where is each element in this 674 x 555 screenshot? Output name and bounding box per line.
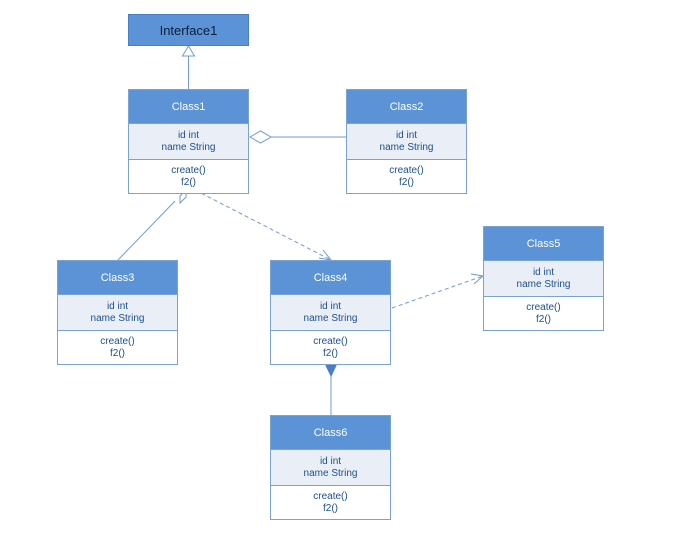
class-name: Class5 (526, 237, 561, 250)
operation: create() (389, 164, 424, 176)
attribute: id int (177, 129, 200, 141)
dependency-arrowhead-class5 (470, 273, 485, 285)
class-box-class3[interactable]: Class3 id int name String create() f2() (57, 260, 178, 365)
interface-box[interactable]: Interface1 (128, 14, 249, 46)
attribute: id int (532, 266, 555, 278)
operation: f2() (536, 313, 551, 325)
class-box-class6[interactable]: Class6 id int name String create() f2() (270, 415, 391, 520)
class-name: Class6 (313, 426, 348, 439)
attribute: name String (90, 312, 145, 324)
class-box-class1[interactable]: Class1 id int name String create() f2() (128, 89, 249, 194)
attribute: id int (319, 300, 342, 312)
operation: f2() (399, 176, 414, 188)
aggregation-diamond-class2 (248, 130, 273, 144)
attribute: id int (395, 129, 418, 141)
dependency-line-class4 (194, 189, 332, 261)
operation: f2() (110, 347, 125, 359)
interface-name: Interface1 (159, 22, 218, 38)
operation: create() (526, 301, 561, 313)
attribute: name String (161, 141, 216, 153)
dependency-line-class5 (391, 275, 484, 309)
class-name: Class4 (313, 271, 348, 284)
operation: f2() (323, 347, 338, 359)
attribute: name String (379, 141, 434, 153)
class-box-class5[interactable]: Class5 id int name String create() f2() (483, 226, 604, 331)
class-box-class2[interactable]: Class2 id int name String create() f2() (346, 89, 467, 194)
operation: create() (313, 490, 348, 502)
realization-arrowhead (181, 45, 196, 57)
class-name: Class3 (100, 271, 135, 284)
operation: f2() (181, 176, 196, 188)
class-name: Class2 (389, 100, 424, 113)
attribute: id int (106, 300, 129, 312)
operation: create() (171, 164, 206, 176)
attribute: name String (516, 278, 571, 290)
operation: create() (100, 335, 135, 347)
attribute: name String (303, 467, 358, 479)
class-box-class4[interactable]: Class4 id int name String create() f2() (270, 260, 391, 365)
operation: create() (313, 335, 348, 347)
attribute: name String (303, 312, 358, 324)
class-name: Class1 (171, 100, 206, 113)
attribute: id int (319, 455, 342, 467)
aggregation-line-class3 (117, 200, 176, 261)
operation: f2() (323, 502, 338, 514)
